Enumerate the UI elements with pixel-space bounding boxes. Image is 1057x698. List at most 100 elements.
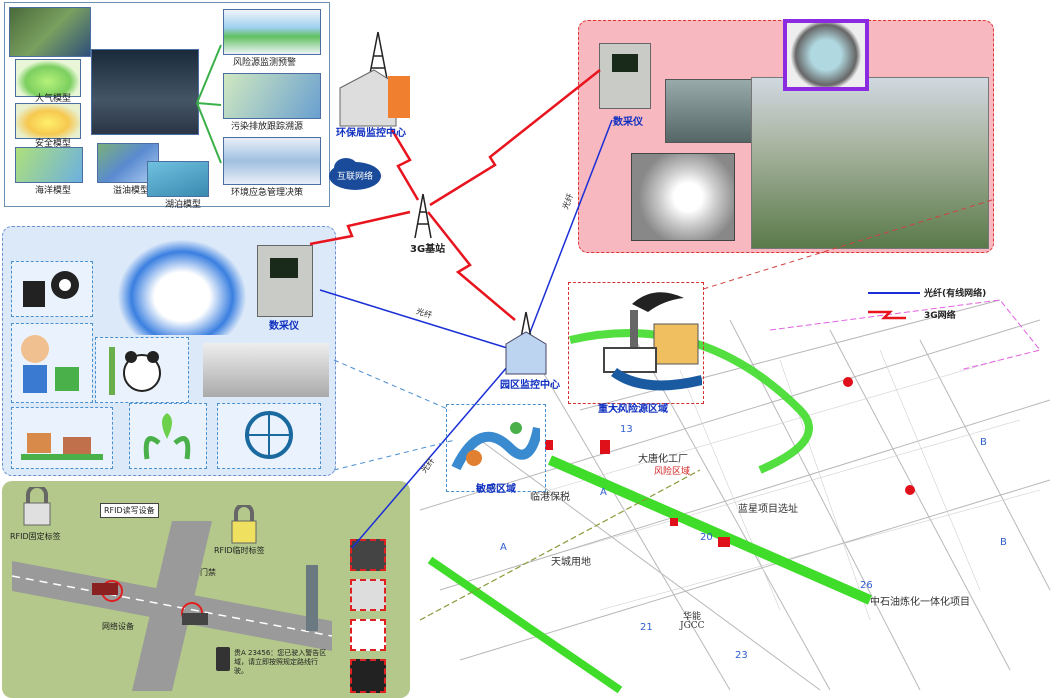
radar-photo — [203, 343, 329, 397]
village-icon — [21, 433, 103, 460]
g3-link-left — [309, 210, 411, 246]
meter-photo — [665, 79, 753, 143]
g3-link-park — [427, 211, 516, 321]
major-risk-label: 重大风险源区域 — [598, 404, 668, 415]
legend-3g-label: 3G网络 — [924, 311, 956, 321]
factory-icon — [603, 292, 702, 391]
sms-text: 贵A 23456：您已驶入警告区域，请立即按照规定路线行驶。 — [234, 649, 327, 675]
map-label-tiancheng: 天城用地 — [551, 557, 591, 568]
station-photo — [117, 239, 247, 335]
house-icon — [21, 335, 79, 393]
output-label-risk: 风险源监测预警 — [233, 58, 297, 68]
fiber-link-left — [319, 289, 521, 353]
rfid-reader-label: RFID读写设备 — [100, 503, 159, 518]
env-center-label: 环保局监控中心 — [336, 128, 406, 139]
map-label-blue-star: 蓝星项目选址 — [738, 504, 798, 515]
pollution-thumb — [223, 73, 321, 119]
safety-thumbnail — [15, 103, 81, 139]
output-label-pollution: 污染排放跟踪溯源 — [231, 122, 304, 132]
svg-text:A: A — [600, 487, 607, 498]
map-label-risk-area: 风险区域 — [654, 467, 691, 477]
hands-plant-icon — [143, 413, 191, 460]
green-road — [547, 455, 873, 605]
daq-top-label: 数采仪 — [613, 117, 643, 128]
map-label-jgcc: JGCC — [680, 621, 705, 631]
sms-phone — [216, 647, 230, 671]
legend-fiber-swatch — [868, 292, 920, 294]
major-risk-box — [568, 282, 704, 404]
fiber-link-bottom — [351, 351, 521, 549]
lock-icon-right — [231, 505, 257, 544]
building-icon-park — [505, 331, 547, 375]
river-icon — [451, 422, 540, 471]
sensitive-box — [446, 404, 546, 492]
satellite-thumbnail — [9, 7, 91, 57]
rfid-temp-tag-label: RFID临时标签 — [214, 546, 265, 555]
monitoring-panel: 数采仪 — [2, 226, 336, 476]
major-risk-panel: 数采仪 — [578, 19, 994, 253]
building-icon-env — [339, 69, 410, 127]
map-label-zhongshi: 中石油炼化一体化项目 — [870, 597, 970, 608]
intersection-diagram — [12, 521, 332, 691]
g3-link-env — [390, 129, 420, 201]
monitoring-icon — [23, 271, 79, 307]
park-center-label: 园区监控中心 — [500, 380, 560, 391]
svg-text:26: 26 — [860, 580, 873, 591]
sensitive-label: 敏感区域 — [476, 484, 516, 495]
fiber-link-top — [523, 119, 613, 349]
internet-label: 互联网络 — [337, 172, 374, 182]
pole-tower — [306, 565, 318, 631]
legend: 光纤(有线网络) 3G网络 — [868, 284, 1008, 328]
tower-icon-env — [367, 31, 389, 85]
model-panel: 大气模型 安全模型 海洋模型 溢油模型 湖泊模型 风险源监测预警 污染排放跟踪溯… — [4, 2, 330, 210]
arrow-group — [196, 44, 222, 164]
daq-device-left — [257, 245, 313, 317]
model-label-lake: 湖泊模型 — [165, 200, 202, 210]
map-label-huaneng: 华能 — [683, 612, 702, 622]
model-label-ocean: 海洋模型 — [35, 186, 72, 196]
control-room-photo — [91, 49, 199, 135]
g3-link-daq-top — [429, 69, 601, 207]
map-label-factory: 大唐化工厂 — [638, 454, 688, 465]
plant-3d-view — [751, 77, 989, 249]
svg-text:B: B — [1000, 537, 1007, 548]
svg-text:12: 12 — [610, 402, 623, 413]
device-thumb-4 — [350, 659, 386, 693]
network-device-label: 网络设备 — [102, 622, 134, 631]
lake-thumbnail — [147, 161, 209, 197]
ocean-thumbnail — [15, 147, 83, 183]
lock-icon-left — [23, 487, 51, 526]
daq-device-top — [599, 43, 651, 109]
risk-warn-thumb — [223, 9, 321, 55]
panda-icon — [109, 347, 161, 395]
svg-text:20: 20 — [700, 532, 713, 543]
svg-text:23: 23 — [735, 650, 748, 661]
gas-detector-photo — [631, 153, 735, 241]
cloud-icon — [329, 158, 381, 190]
atmos-thumbnail — [15, 59, 81, 97]
device-thumb-3 — [350, 619, 386, 651]
device-thumb-2 — [350, 579, 386, 611]
legend-3g-swatch — [868, 310, 906, 320]
svg-text:A: A — [500, 542, 507, 553]
green-road — [427, 556, 623, 694]
detector-closeup — [783, 19, 869, 91]
rfid-fixed-tag-label: RFID固定标签 — [10, 532, 61, 541]
svg-text:21: 21 — [640, 622, 653, 633]
output-label-decision: 环境应急管理决策 — [231, 188, 304, 198]
globe-icon — [245, 411, 293, 459]
decision-thumb — [223, 137, 321, 185]
svg-text:B: B — [980, 437, 987, 448]
rfid-panel: RFID固定标签 RFID临时标签 RFID读写设备 门禁 网络设备 贵A 23… — [2, 481, 410, 698]
gate-label: 门禁 — [200, 568, 216, 577]
model-label-oil: 溢油模型 — [113, 186, 150, 196]
model-label-atmos: 大气模型 — [35, 94, 72, 104]
tower-icon-3g — [414, 193, 432, 239]
svg-text:13: 13 — [620, 424, 633, 435]
base-station-label: 3G基站 — [410, 244, 446, 255]
map-label-bonded: 临港保税 — [530, 492, 570, 503]
model-label-safety: 安全模型 — [35, 139, 72, 149]
legend-fiber-label: 光纤(有线网络) — [924, 289, 987, 299]
daq-left-label: 数采仪 — [269, 321, 299, 332]
